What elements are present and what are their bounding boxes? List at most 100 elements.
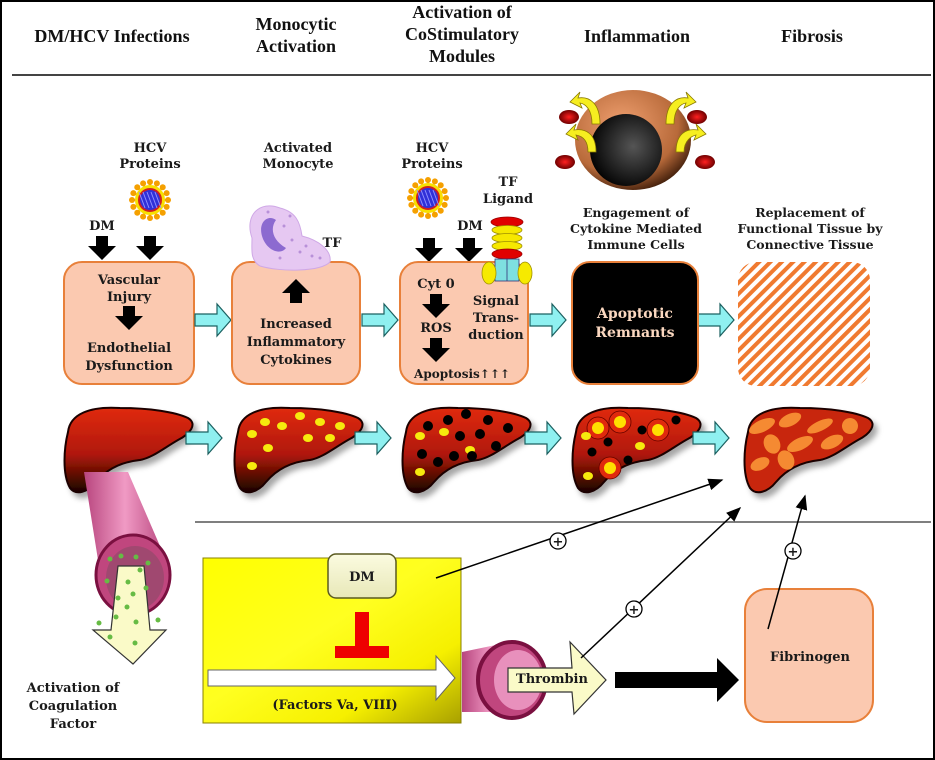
coagulation-arrow-icon [91, 565, 168, 665]
monocyte-caption-line2: Monocyte [263, 157, 334, 172]
plus-symbol: + [629, 603, 640, 618]
hcv-label-line2: Proteins [401, 157, 462, 172]
coagulation-caption-line2: Coagulation [29, 699, 118, 714]
flow-arrow-icon [354, 420, 392, 456]
down-arrow-icon [422, 338, 450, 362]
fibrinogen-box [744, 588, 874, 723]
ros-label: ROS [420, 321, 452, 336]
up-arrow-icon [282, 279, 310, 303]
apoptotic-remnants-box [571, 261, 699, 385]
coagulation-caption-line1: Activation of [26, 681, 121, 696]
tf-label: TF [323, 236, 343, 251]
down-arrow-icon [415, 238, 443, 262]
flow-arrow-icon [524, 420, 562, 456]
signal-label-line3: duction [468, 328, 524, 343]
inhibition-icon [335, 612, 389, 658]
signal-label-line2: Trans- [473, 311, 519, 326]
stage2-group: Activated Monocyte TF Increased Inflamma… [231, 141, 361, 385]
box-text: Inflammatory [247, 335, 346, 350]
stage-title-dm-hcv: DM/HCV Infections [34, 26, 189, 46]
engagement-caption-line3: Immune Cells [587, 237, 684, 252]
stage-title-costim-line2: CoStimulatory [405, 24, 519, 44]
flow-arrows-row2 [185, 420, 730, 456]
box-text: Vascular [97, 273, 160, 288]
liver-row [63, 406, 874, 494]
dm-label: DM [89, 219, 115, 234]
stage-title-inflammation: Inflammation [584, 26, 690, 46]
connective-tissue-box [738, 262, 870, 386]
fibrinogen-label: Fibrinogen [770, 650, 851, 665]
liver-icon [743, 406, 874, 494]
stage5-group: Replacement of Functional Tissue by Conn… [737, 205, 883, 386]
stage-title-monocytic-line1: Monocytic [256, 14, 337, 34]
factors-label: (Factors Va, VIII) [272, 698, 397, 713]
box-text: Injury [107, 290, 152, 305]
stage-title-costim-line1: Activation of [412, 2, 512, 22]
flow-arrow-icon [697, 302, 735, 338]
flow-arrow-icon [529, 302, 567, 338]
hcv-virus-icon [407, 177, 449, 219]
engagement-caption-line1: Engagement of [583, 205, 691, 220]
liver-icon [63, 406, 194, 494]
stage3-group: HCV Proteins TF Ligand DM Cyt 0 ROS Apop… [399, 141, 533, 385]
box-text: Dysfunction [85, 359, 173, 374]
stage1-group: HCV Proteins DM Vascular Injury Endothel… [63, 141, 195, 385]
hcv-virus-icon [129, 179, 171, 221]
plus-icon: + [784, 542, 802, 560]
box-text: Endothelial [87, 341, 171, 356]
stage-title-costim-line3: Modules [429, 46, 495, 66]
stage4-group: Engagement of Cytokine Mediated Immune C… [555, 90, 715, 385]
liver-icon [401, 406, 532, 494]
down-arrow-icon [115, 306, 143, 330]
dm-label: DM [349, 570, 375, 585]
box-text: Cytokines [260, 353, 332, 368]
cyt-label: Cyt 0 [417, 277, 454, 292]
signal-label-line1: Signal [473, 294, 519, 309]
hcv-label-line1: HCV [134, 141, 168, 156]
hcv-label-line1: HCV [416, 141, 450, 156]
coagulation-group: Activation of Coagulation Factor DM (Fac… [26, 472, 874, 732]
hcv-label-line2: Proteins [119, 157, 180, 172]
stimulation-line [767, 494, 808, 630]
dm-label: DM [457, 219, 483, 234]
flow-arrow-icon [692, 420, 730, 456]
flow-arrow-icon [361, 302, 399, 338]
plus-icon: + [625, 600, 643, 618]
stage-title-monocytic-line2: Activation [256, 36, 336, 56]
coagulation-particles [96, 553, 161, 646]
apoptosis-label: Apoptosis↑↑↑ [413, 367, 510, 381]
immune-cell-icon [555, 90, 715, 190]
liver-icon [571, 406, 702, 494]
replacement-caption-line2: Functional Tissue by [737, 221, 883, 236]
tf-receptor-icon [481, 216, 533, 285]
tf-ligand-label-line2: Ligand [483, 192, 533, 207]
factors-arrow-icon [207, 654, 456, 702]
monocyte-caption-line1: Activated [263, 141, 332, 156]
flow-arrow-icon [194, 302, 232, 338]
plus-icon: + [549, 532, 567, 550]
coagulation-caption-line3: Factor [50, 717, 97, 732]
stage-title-fibrosis: Fibrosis [781, 26, 843, 46]
liver-icon [233, 406, 364, 494]
replacement-caption-line3: Connective Tissue [746, 237, 873, 252]
down-arrow-icon [455, 238, 483, 262]
stage-headers: DM/HCV Infections Monocytic Activation A… [34, 2, 842, 66]
flow-arrow-icon [185, 420, 223, 456]
thrombin-arrow-icon [507, 640, 607, 716]
box-text: Increased [260, 317, 332, 332]
stimulation-line [435, 478, 724, 579]
plus-symbol: + [553, 535, 564, 550]
flow-arrows-row1 [194, 302, 735, 338]
down-arrow-icon [136, 236, 164, 260]
thick-arrow-icon [615, 658, 739, 702]
box-text: Apoptotic [596, 306, 673, 322]
down-arrow-icon [88, 236, 116, 260]
replacement-caption-line1: Replacement of [755, 205, 866, 220]
box-text: Remnants [595, 325, 674, 341]
stimulation-line [580, 506, 742, 659]
thrombin-label: Thrombin [516, 672, 588, 687]
tf-ligand-label-line1: TF [499, 175, 519, 190]
monocyte-cell-icon [249, 205, 331, 271]
